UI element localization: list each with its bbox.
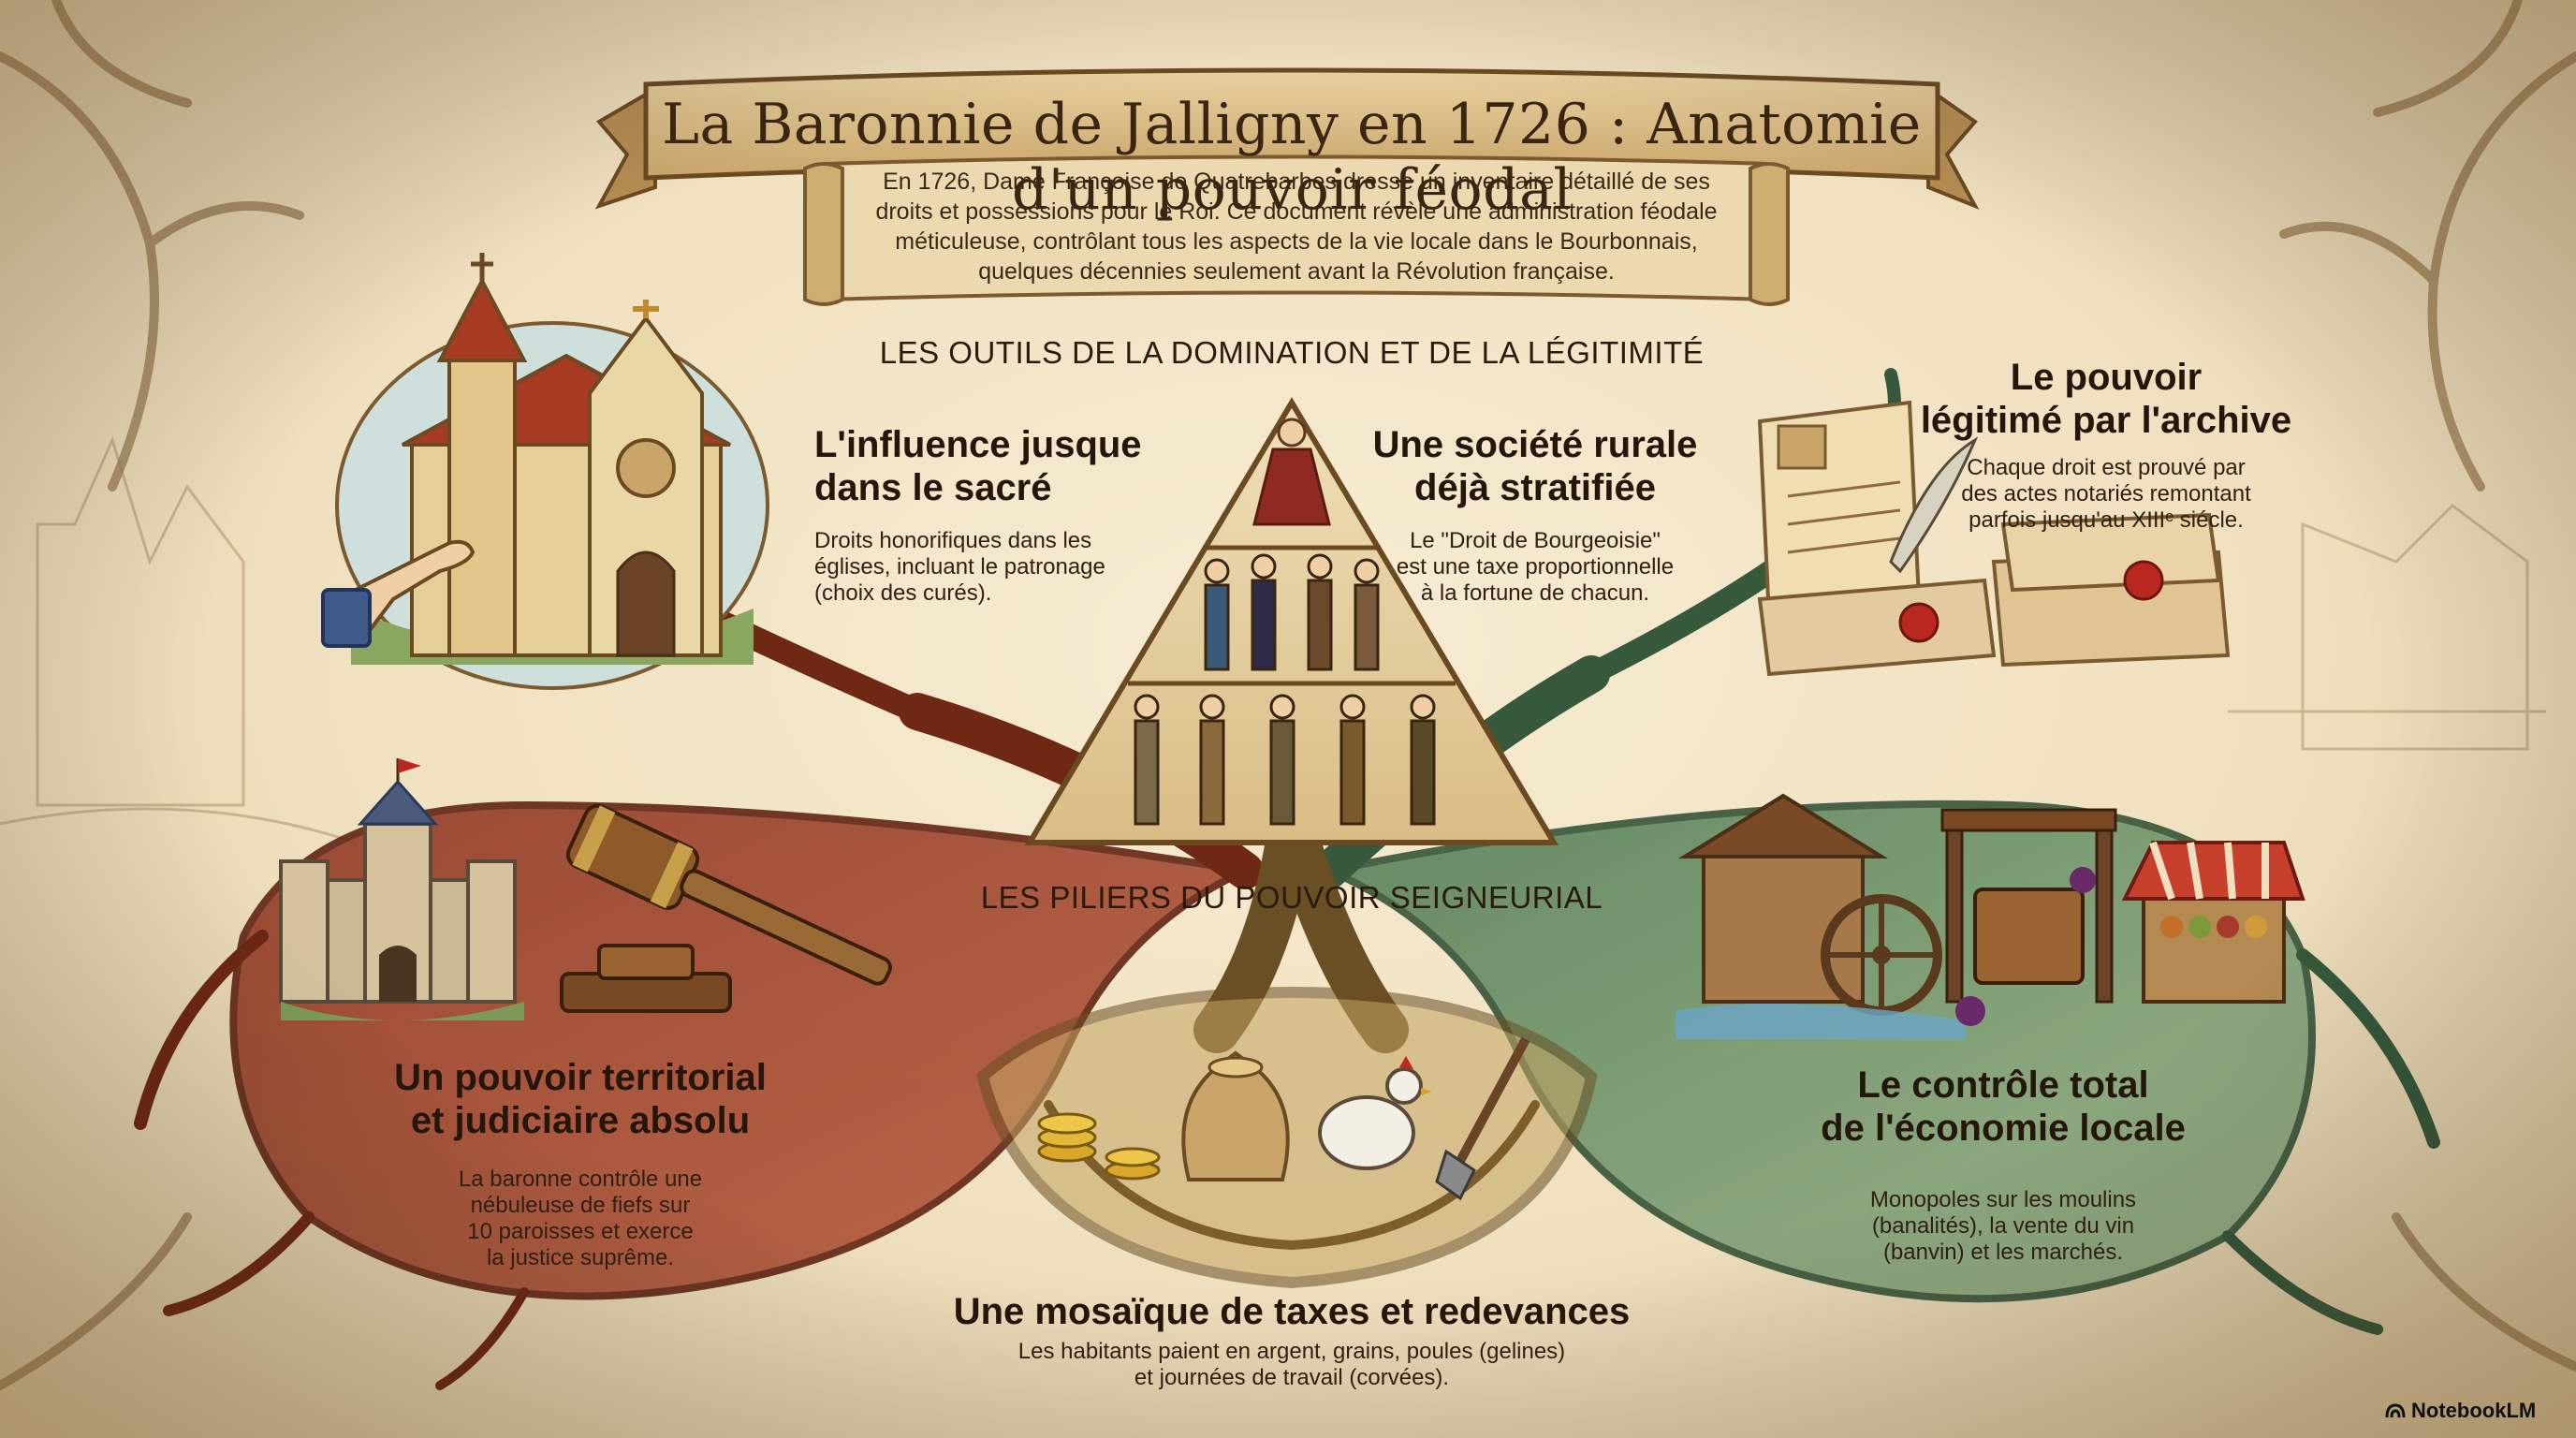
body-line: Monopoles sur les moulins bbox=[1869, 1187, 2137, 1212]
block-body: Le "Droit de Bourgeoisie" est une taxe p… bbox=[1348, 528, 1722, 607]
block-heading: Un pouvoir territorial et judiciaire abs… bbox=[356, 1056, 805, 1142]
heading-line: Une mosaïque de taxes et redevances bbox=[953, 1291, 1631, 1332]
body-line: nébuleuse de fiefs sur bbox=[470, 1193, 691, 1218]
notebooklm-logo-icon bbox=[2385, 1403, 2406, 1418]
logo-text: NotebookLM bbox=[2411, 1399, 2537, 1422]
body-line: Droits honorifiques dans les bbox=[814, 528, 1092, 553]
block-heading: L'influence jusque dans le sacré bbox=[814, 423, 1170, 509]
block-body: Droits honorifiques dans les églises, in… bbox=[814, 528, 1170, 607]
body-line: Les habitants paient en argent, grains, … bbox=[1017, 1339, 1566, 1364]
intro-line: méticuleuse, contrôlant tous les aspects… bbox=[895, 228, 1698, 255]
heading-line: et judiciaire absolu bbox=[410, 1100, 751, 1141]
heading-line: dans le sacré bbox=[814, 467, 1052, 508]
body-line: Chaque droit est prouvé par bbox=[1967, 455, 2246, 480]
block-societe: Une société rurale déjà stratifiée Le "D… bbox=[1348, 423, 1722, 607]
body-line: (choix des curés). bbox=[814, 580, 992, 606]
heading-line: Une société rurale bbox=[1372, 424, 1698, 465]
section-title-tools: LES OUTILS DE LA DOMINATION ET DE LA LÉG… bbox=[879, 335, 1705, 370]
heading-line: de l'économie locale bbox=[1821, 1108, 2186, 1149]
block-body: Les habitants paient en argent, grains, … bbox=[917, 1339, 1666, 1391]
block-heading: Le pouvoir légitimé par l'archive bbox=[1910, 356, 2303, 442]
heading-line: légitimé par l'archive bbox=[1920, 400, 2292, 441]
heading-line: Le contrôle total bbox=[1857, 1064, 2149, 1106]
page-title: La Baronnie de Jalligny en 1726 : Anatom… bbox=[662, 92, 1922, 223]
body-line: des actes notariés remontant bbox=[1961, 481, 2251, 506]
block-economie: Le contrôle total de l'économie locale M… bbox=[1778, 1064, 2228, 1266]
heading-line: Le pouvoir bbox=[2010, 357, 2203, 398]
block-taxes: Une mosaïque de taxes et redevances Les … bbox=[917, 1290, 1666, 1391]
block-body: Monopoles sur les moulins (banalités), l… bbox=[1778, 1187, 2228, 1266]
body-line: la justice suprême. bbox=[486, 1245, 675, 1270]
body-line: et journées de travail (corvées). bbox=[1134, 1365, 1450, 1390]
body-line: La baronne contrôle une bbox=[458, 1167, 703, 1192]
heading-line: Un pouvoir territorial bbox=[394, 1057, 767, 1098]
body-line: Le "Droit de Bourgeoisie" bbox=[1410, 528, 1661, 553]
intro-line: quelques décennies seulement avant la Ré… bbox=[978, 258, 1615, 285]
body-line: (banvin) et les marchés. bbox=[1882, 1240, 2124, 1265]
heading-line: L'influence jusque bbox=[814, 424, 1142, 465]
body-line: est une taxe proportionnelle bbox=[1396, 554, 1675, 580]
intro-line: droits et possessions pour le Roi. Ce do… bbox=[875, 198, 1718, 225]
body-line: églises, incluant le patronage bbox=[814, 554, 1105, 580]
block-sacre: L'influence jusque dans le sacré Droits … bbox=[814, 423, 1170, 607]
intro-line: En 1726, Dame Françoise de Quatrebarbes … bbox=[883, 169, 1710, 195]
body-line: à la fortune de chacun. bbox=[1420, 580, 1650, 606]
block-territorial: Un pouvoir territorial et judiciaire abs… bbox=[356, 1056, 805, 1271]
intro-text: En 1726, Dame Françoise de Quatrebarbes … bbox=[842, 167, 1750, 286]
block-heading: Le contrôle total de l'économie locale bbox=[1778, 1064, 2228, 1150]
block-body: La baronne contrôle une nébuleuse de fie… bbox=[356, 1167, 805, 1271]
block-heading: Une mosaïque de taxes et redevances bbox=[917, 1290, 1666, 1333]
notebooklm-logo: NotebookLM bbox=[2385, 1399, 2536, 1423]
block-archive: Le pouvoir légitimé par l'archive Chaque… bbox=[1910, 356, 2303, 534]
body-line: parfois jusqu'au XIIIᵉ siécle. bbox=[1969, 507, 2244, 533]
section-title-pillars: LES PILIERS DU POUVOIR SEIGNEURIAL bbox=[980, 880, 1603, 915]
body-line: 10 paroisses et exerce bbox=[467, 1219, 694, 1244]
block-body: Chaque droit est prouvé par des actes no… bbox=[1910, 455, 2303, 534]
body-line: (banalités), la vente du vin bbox=[1871, 1213, 2135, 1239]
heading-line: déjà stratifiée bbox=[1414, 467, 1656, 508]
block-heading: Une société rurale déjà stratifiée bbox=[1348, 423, 1722, 509]
